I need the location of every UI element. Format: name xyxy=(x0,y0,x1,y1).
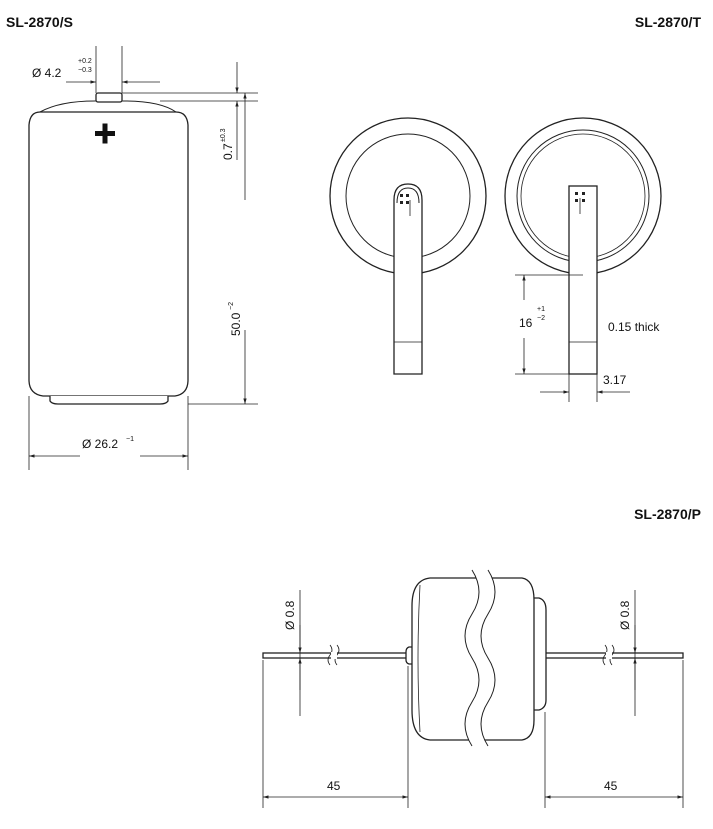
terminal-tol-upper: +0.2 xyxy=(78,58,92,65)
thickness-label: 0.15 thick xyxy=(608,320,660,334)
title-sl-2870-s: SL-2870/S xyxy=(6,14,73,30)
length-label: 50.0 xyxy=(229,312,243,336)
tab-length-tol-upper: +1 xyxy=(537,306,545,313)
length-tol: −2 xyxy=(228,302,235,310)
pin-length-right-label: 45 xyxy=(604,779,618,793)
pin-length-left-label: 45 xyxy=(327,779,341,793)
right-cap xyxy=(531,597,547,711)
terminal-tol-lower: −0.3 xyxy=(78,67,92,74)
sl-2870-t-view xyxy=(329,117,662,402)
terminal-diameter-label: Ø 4.2 xyxy=(32,66,62,80)
cap-height-label: 0.7 xyxy=(221,143,235,160)
sl-2870-p-view xyxy=(262,569,684,808)
plus-icon xyxy=(95,123,115,144)
tab-width-label: 3.17 xyxy=(603,373,627,387)
diameter-label: Ø 26.2 xyxy=(82,437,118,451)
tab-length-label: 16 xyxy=(519,316,533,330)
right-tab xyxy=(568,185,598,375)
left-tab xyxy=(393,183,423,375)
cell-body xyxy=(28,111,189,397)
pin-dia-left-label: Ø 0.8 xyxy=(283,600,297,630)
sl-2870-s-view xyxy=(28,46,258,470)
title-sl-2870-p: SL-2870/P xyxy=(634,506,701,522)
positive-terminal xyxy=(95,92,123,103)
negative-cap xyxy=(49,396,169,405)
title-sl-2870-t: SL-2870/T xyxy=(634,14,701,30)
pin-dia-right-label: Ø 0.8 xyxy=(618,600,632,630)
diameter-tol: −1 xyxy=(126,436,134,443)
cap-height-tol: ±0.3 xyxy=(220,128,227,142)
tab-length-tol-lower: −2 xyxy=(537,315,545,322)
